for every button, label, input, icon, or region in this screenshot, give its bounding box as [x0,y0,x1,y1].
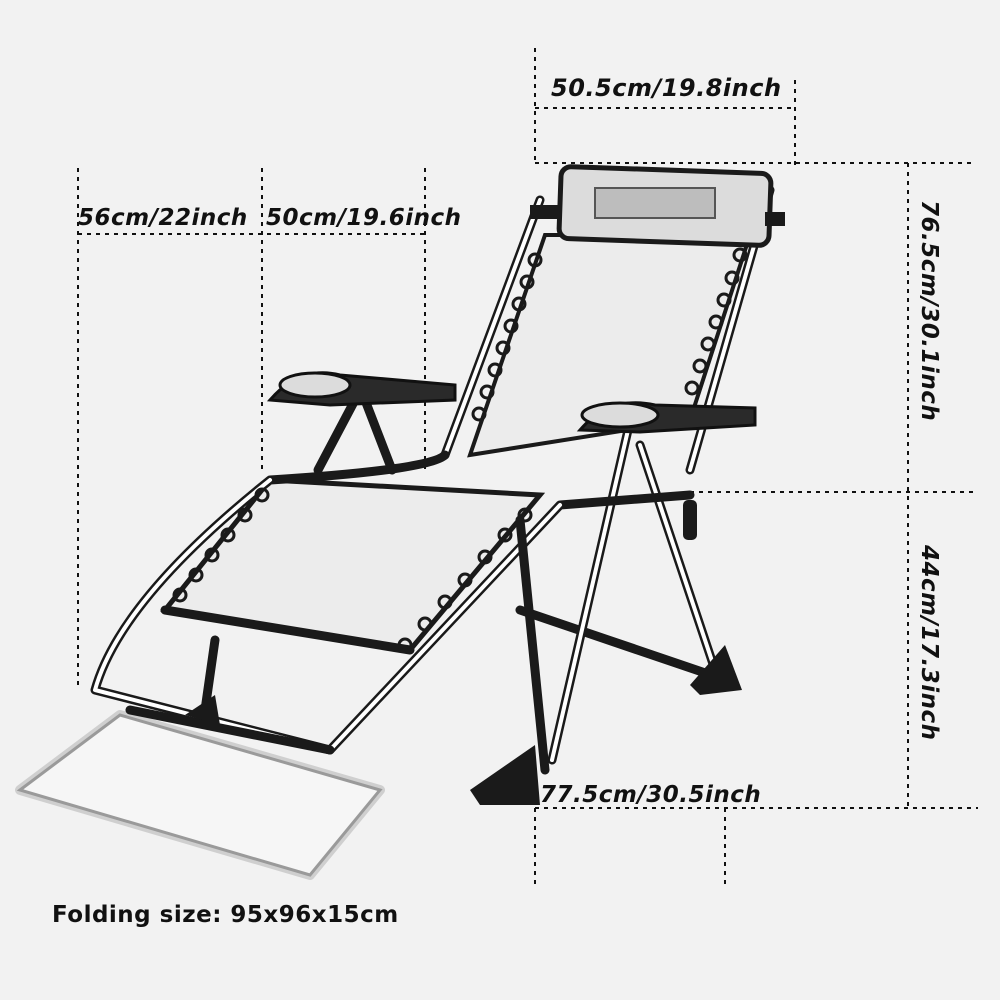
dimension-guides [77,48,978,885]
headrest-width-label: 50.5cm/19.8inch [551,74,782,102]
seat-width-label: 50cm/19.6inch [266,205,462,231]
seat [160,477,546,653]
backrest-height-label: 76.5cm/30.1inch [916,200,942,422]
overall-width-label: 56cm/22inch [78,205,248,231]
seat-depth-label: 77.5cm/30.5inch [540,782,762,808]
seat-height-label: 44cm/17.3inch [916,545,942,741]
lacing [172,247,748,653]
folding-size-label: Folding size: 95x96x15cm [52,902,399,928]
armrests [266,371,757,434]
feet [185,500,742,805]
